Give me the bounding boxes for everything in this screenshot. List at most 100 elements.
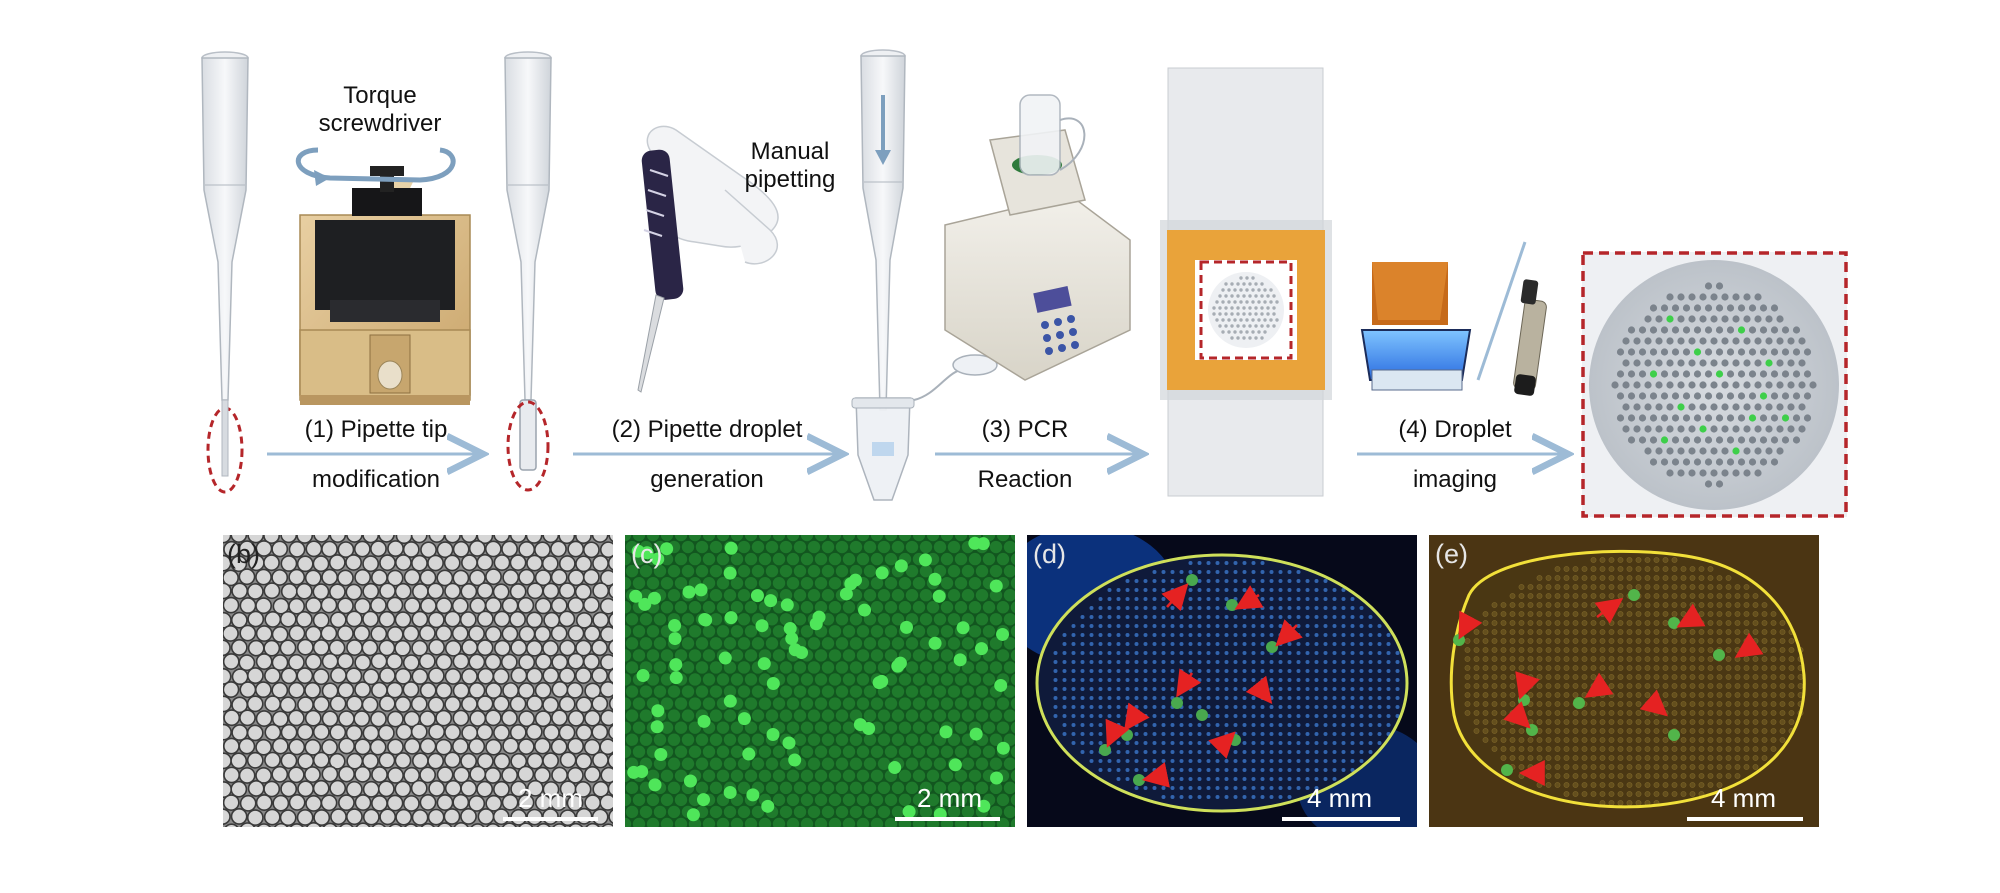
droplet bbox=[674, 817, 688, 827]
droplet bbox=[667, 805, 681, 819]
droplet bbox=[403, 737, 421, 755]
droplet bbox=[660, 793, 674, 807]
droplet bbox=[1251, 768, 1256, 772]
droplet bbox=[1134, 651, 1139, 655]
step-2-label: (2) Pipette droplet bbox=[572, 416, 842, 444]
droplet bbox=[1781, 414, 1790, 422]
droplet bbox=[1230, 312, 1234, 316]
droplet bbox=[1134, 696, 1139, 700]
droplet bbox=[1626, 638, 1633, 644]
droplet bbox=[1509, 593, 1516, 599]
droplet bbox=[961, 709, 975, 722]
droplet bbox=[1224, 687, 1229, 691]
droplet bbox=[1296, 741, 1301, 745]
droplet bbox=[328, 752, 346, 770]
droplet bbox=[695, 781, 709, 795]
droplet bbox=[1653, 692, 1660, 698]
droplet bbox=[849, 540, 863, 554]
droplet bbox=[1287, 615, 1292, 619]
droplet bbox=[975, 781, 989, 795]
droplet bbox=[1509, 674, 1516, 680]
droplet bbox=[1215, 786, 1220, 790]
droplet bbox=[1242, 750, 1247, 754]
droplet bbox=[1572, 656, 1579, 662]
droplet bbox=[1071, 696, 1076, 700]
droplet bbox=[246, 724, 264, 742]
droplet bbox=[1089, 741, 1094, 745]
droplet bbox=[1260, 282, 1264, 286]
droplet bbox=[1251, 300, 1255, 304]
droplet bbox=[575, 535, 592, 544]
droplet bbox=[1133, 774, 1145, 786]
droplet bbox=[1732, 381, 1740, 389]
droplet bbox=[746, 788, 760, 802]
droplet bbox=[1215, 732, 1220, 736]
droplet bbox=[1386, 705, 1391, 709]
droplet bbox=[1386, 660, 1391, 664]
droplet bbox=[1464, 674, 1471, 680]
droplet bbox=[1368, 615, 1373, 619]
droplet bbox=[371, 766, 388, 783]
droplet bbox=[1116, 642, 1121, 646]
droplet bbox=[1770, 656, 1777, 662]
droplet bbox=[1608, 710, 1615, 716]
droplet bbox=[1715, 392, 1724, 400]
droplet bbox=[1341, 768, 1346, 772]
droplet bbox=[1671, 557, 1678, 563]
droplet bbox=[1617, 791, 1624, 797]
droplet bbox=[947, 709, 961, 722]
droplet bbox=[1554, 701, 1561, 707]
pipette-tip-original bbox=[201, 51, 249, 401]
droplet bbox=[1734, 746, 1741, 752]
droplet bbox=[1179, 777, 1184, 781]
droplet bbox=[1704, 458, 1713, 466]
droplet bbox=[1341, 597, 1346, 601]
droplet bbox=[601, 823, 613, 827]
droplet bbox=[1798, 381, 1806, 389]
droplet bbox=[744, 673, 758, 686]
droplet bbox=[863, 805, 877, 819]
droplet bbox=[1161, 579, 1166, 583]
droplet bbox=[1707, 611, 1714, 617]
droplet bbox=[926, 745, 940, 758]
droplet bbox=[1743, 719, 1750, 725]
droplet bbox=[989, 579, 1003, 593]
droplet bbox=[1080, 705, 1085, 709]
droplet bbox=[1314, 750, 1319, 754]
droplet bbox=[1143, 669, 1148, 673]
droplet bbox=[1134, 732, 1139, 736]
droplet bbox=[1617, 755, 1624, 761]
droplet bbox=[1653, 791, 1660, 797]
droplet bbox=[1788, 638, 1795, 644]
droplet bbox=[842, 552, 856, 566]
droplet bbox=[625, 793, 632, 807]
droplet bbox=[954, 745, 968, 758]
droplet bbox=[863, 661, 877, 674]
droplet bbox=[1716, 764, 1723, 770]
droplet bbox=[905, 733, 919, 746]
droplet bbox=[1792, 436, 1801, 444]
droplet bbox=[653, 637, 667, 650]
droplet bbox=[1734, 629, 1741, 635]
droplet bbox=[1536, 629, 1543, 635]
droplet bbox=[1197, 768, 1202, 772]
droplet bbox=[1206, 570, 1211, 574]
droplet bbox=[1527, 647, 1534, 653]
droplet bbox=[1116, 714, 1121, 718]
droplet bbox=[772, 817, 786, 827]
droplet bbox=[1368, 750, 1373, 754]
droplet bbox=[702, 697, 716, 710]
droplet bbox=[1350, 615, 1355, 619]
droplet bbox=[702, 535, 716, 542]
droplet bbox=[1554, 566, 1561, 572]
droplet bbox=[280, 723, 298, 741]
droplet bbox=[1608, 728, 1615, 734]
droplet bbox=[1224, 642, 1229, 646]
droplet bbox=[304, 569, 322, 587]
droplet bbox=[1608, 611, 1615, 617]
droplet bbox=[246, 667, 264, 684]
droplet bbox=[518, 653, 536, 671]
droplet bbox=[509, 554, 527, 572]
droplet bbox=[542, 582, 560, 600]
droplet bbox=[1563, 674, 1570, 680]
